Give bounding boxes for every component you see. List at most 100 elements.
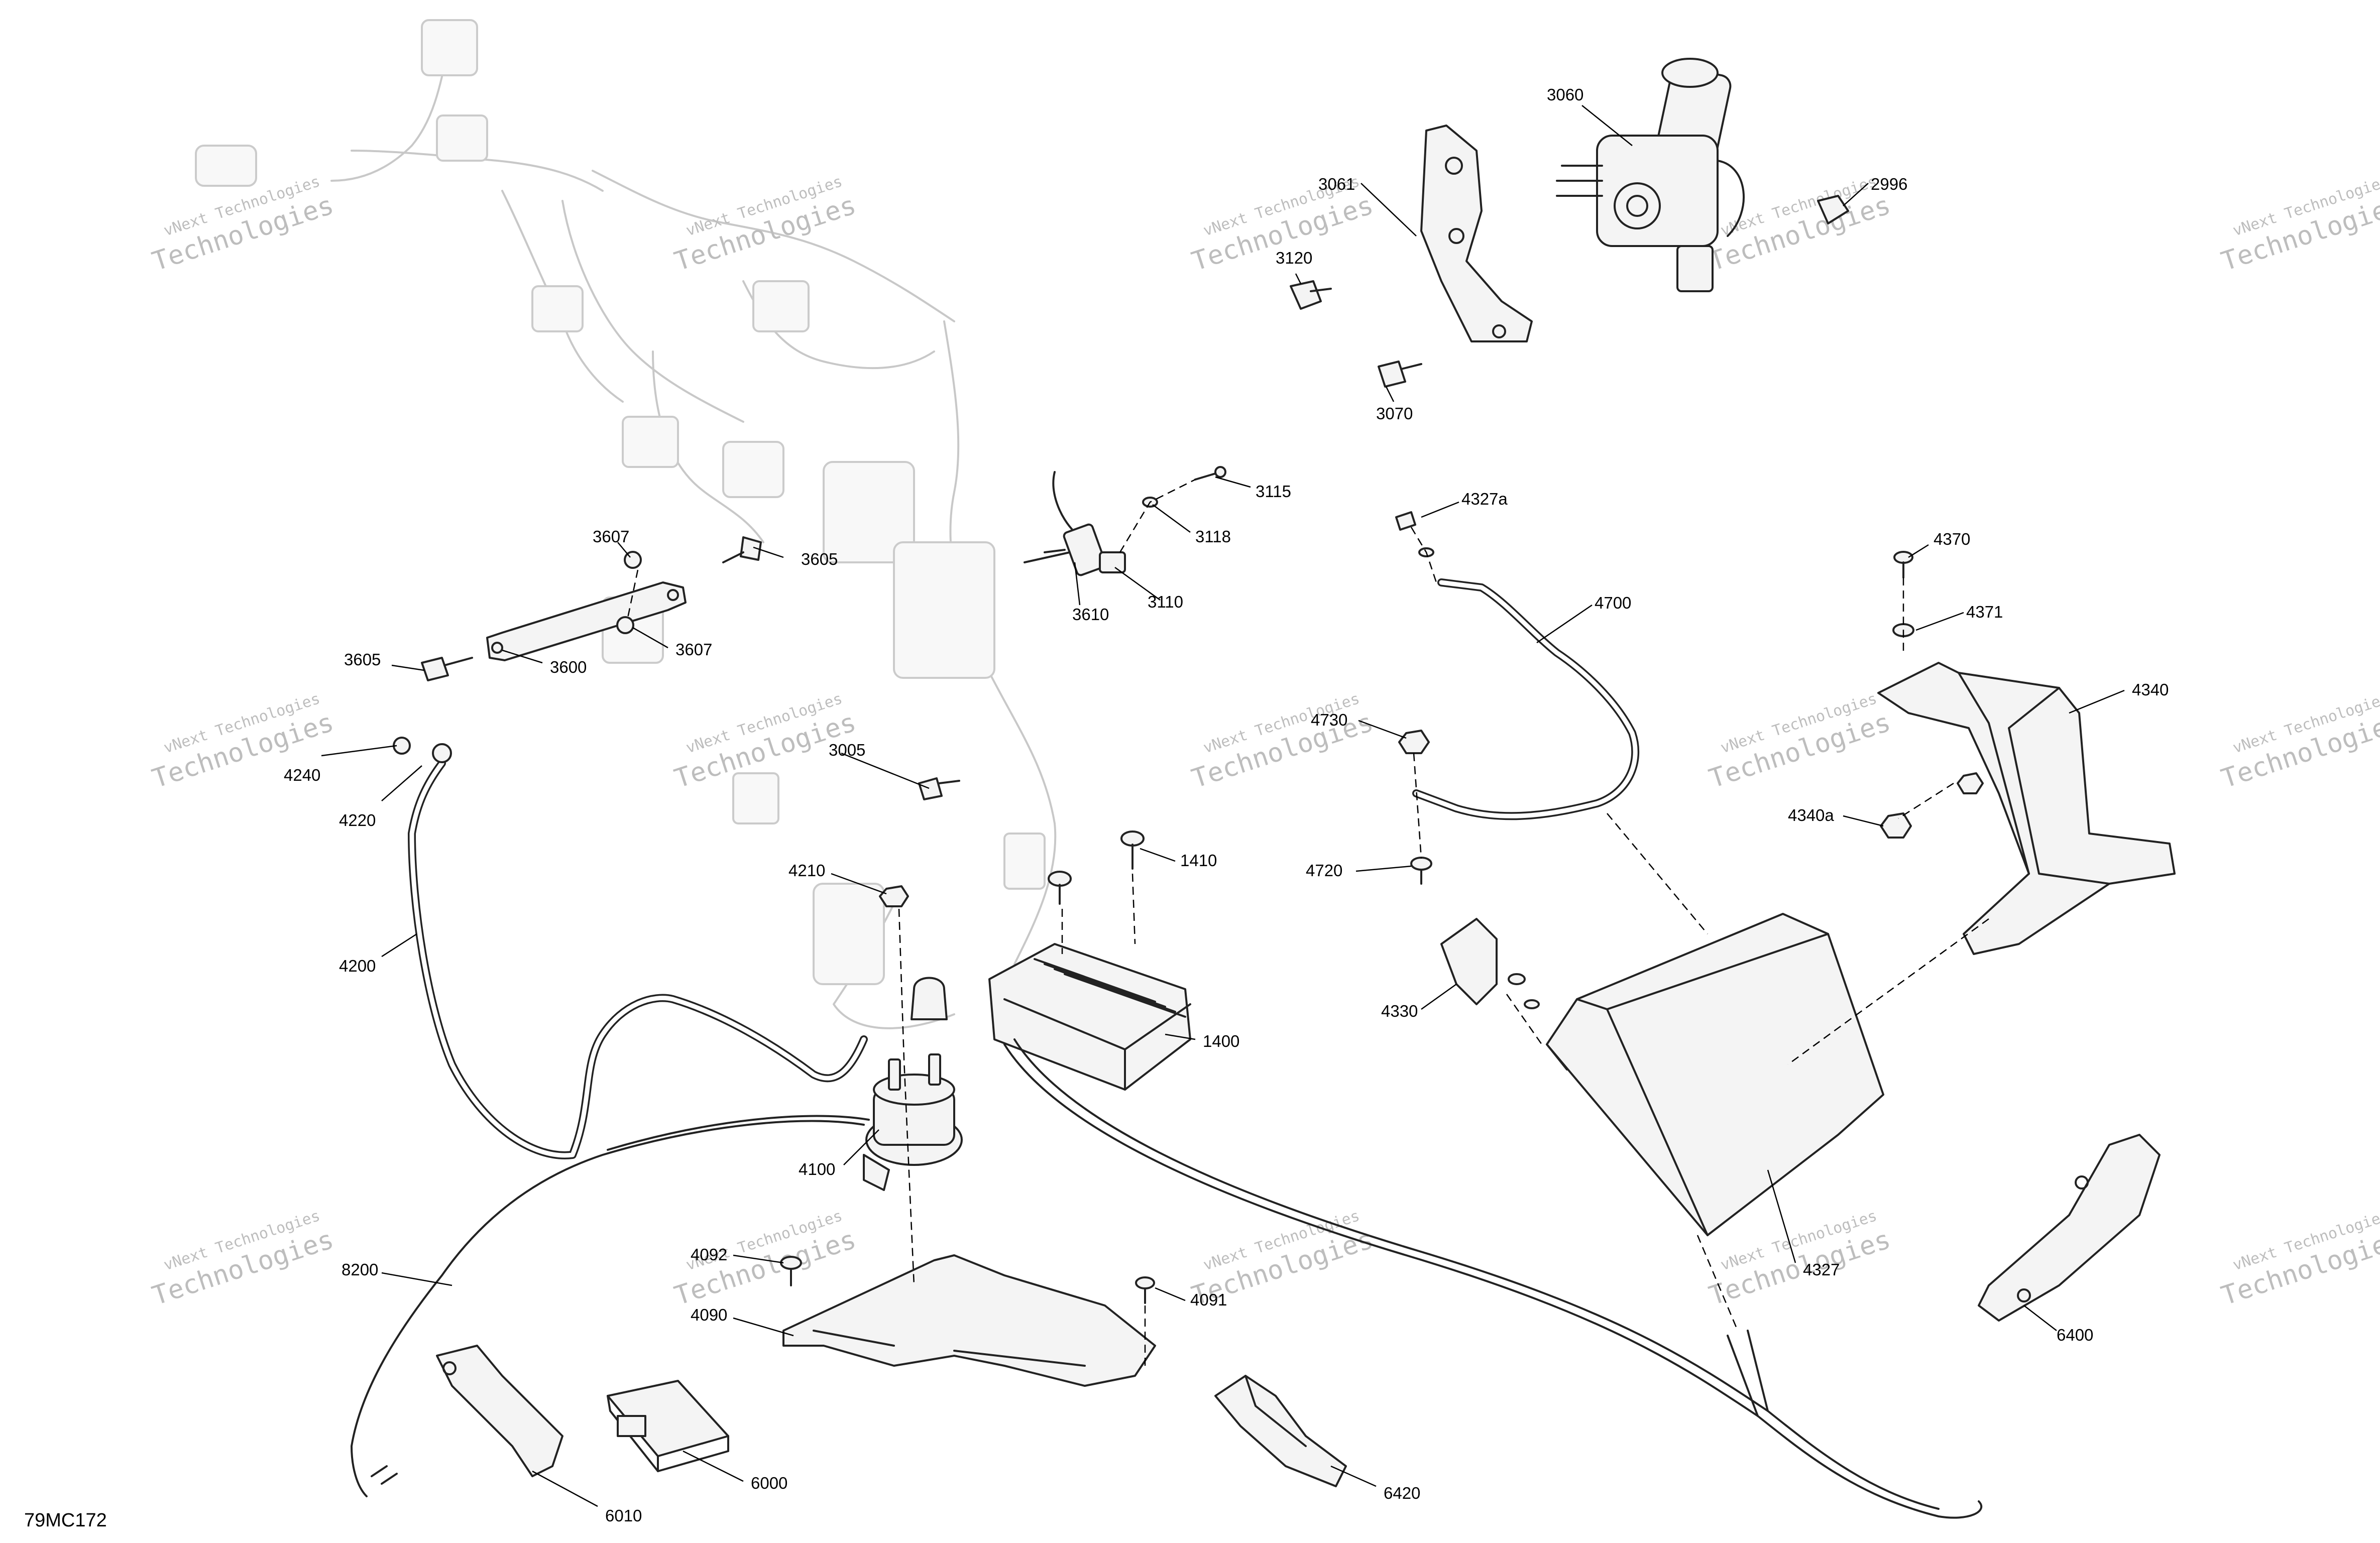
nut-3607-bottom [616, 616, 634, 634]
callout-4371: 4371 [1966, 603, 2003, 621]
ghost-connector [531, 285, 584, 332]
callout-4330: 4330 [1381, 1002, 1418, 1020]
callout-4370: 4370 [1934, 530, 1970, 548]
watermark: vNext Technologies Technologies [149, 1207, 337, 1312]
ghost-connector [722, 441, 784, 498]
watermark: vNext Technologies Technologies [2218, 1207, 2380, 1312]
callout-4092: 4092 [691, 1245, 727, 1264]
part-6400-bracket [1978, 1134, 2161, 1322]
screw-3115 [1194, 466, 1226, 481]
callout-6000: 6000 [751, 1474, 787, 1492]
cable-4200 [408, 743, 868, 1159]
screw-3610 [1044, 549, 1066, 553]
cable-4700 [1412, 578, 1640, 820]
bolt-3120 [1290, 280, 1332, 310]
watermark: vNext Technologies Technologies [149, 173, 337, 277]
callout-1400: 1400 [1203, 1032, 1239, 1050]
ghost-connector [732, 772, 779, 824]
callout-4240: 4240 [284, 766, 320, 784]
watermark: vNext Technologies Technologies [2218, 173, 2380, 277]
callout-3605-right: 3605 [801, 550, 838, 568]
cable-main-lower [1003, 1038, 1983, 1519]
part-4100-solenoid [863, 1053, 963, 1191]
nut-4210 [879, 885, 909, 907]
ghost-connector [823, 461, 915, 563]
ghost-connector [813, 883, 885, 985]
part-3061-bracket [1420, 125, 1533, 342]
callout-3118: 3118 [1195, 527, 1231, 546]
callout-4200: 4200 [339, 957, 376, 975]
watermark: vNext Technologies Technologies [2218, 690, 2380, 794]
callout-labels: 3060 2996 3061 3120 3070 3115 3118 3110 … [284, 85, 2169, 1525]
part-4327-battery [1546, 913, 1884, 1236]
part-terminal-cap [911, 977, 948, 1020]
ghost-connector [436, 114, 488, 162]
bolt-3005 [918, 777, 960, 800]
callout-3605-left: 3605 [344, 650, 381, 669]
nut-4730 [1398, 730, 1430, 754]
callout-3070: 3070 [1376, 404, 1413, 423]
wire-8200 [351, 1115, 870, 1497]
callout-4100: 4100 [799, 1160, 835, 1178]
watermark: vNext Technologies Technologies [1706, 1207, 1894, 1312]
callout-4220: 4220 [339, 811, 376, 829]
callout-3115: 3115 [1256, 482, 1291, 501]
callout-6400: 6400 [2057, 1326, 2093, 1344]
callout-3600: 3600 [550, 658, 587, 676]
part-3060-actuator [1556, 58, 1745, 292]
callout-3120: 3120 [1276, 249, 1312, 267]
part-6010-bracket [436, 1345, 563, 1477]
ghost-wiring-harness [195, 19, 1057, 1029]
part-3600-strap [486, 581, 687, 661]
bolt-3605-right [722, 536, 762, 563]
leader-lines [321, 105, 2125, 1507]
callout-3610: 3610 [1072, 605, 1109, 624]
callout-4730: 4730 [1311, 710, 1347, 729]
callout-4327: 4327 [1803, 1260, 1840, 1279]
part-3110-sensor [1024, 471, 1126, 576]
part-4340-bracket [1877, 662, 2176, 955]
bolt-4370 [1893, 551, 1913, 578]
callout-3061: 3061 [1318, 175, 1355, 193]
callout-3110: 3110 [1148, 592, 1183, 611]
nut-4340-upper [1957, 772, 1984, 794]
callout-3607-bottom: 3607 [675, 640, 712, 659]
callout-3607-top: 3607 [593, 527, 629, 546]
part-4330-cover [1440, 918, 1498, 1005]
bolt-4720 [1410, 857, 1432, 885]
screw-4330-small [1508, 973, 1540, 1009]
watermark: vNext Technologies Technologies [1706, 690, 1894, 794]
callout-4091: 4091 [1190, 1290, 1227, 1309]
part-6000-module [607, 1380, 729, 1472]
watermark: vNext Technologies Technologies [671, 173, 860, 277]
screw-4092 [780, 1256, 802, 1286]
callout-8200: 8200 [342, 1260, 378, 1279]
diagram-id: 79MC172 [24, 1510, 107, 1531]
ghost-connector-top [421, 19, 478, 76]
callout-4090: 4090 [691, 1305, 727, 1324]
bolt-3605-left [421, 657, 473, 681]
callout-1410: 1410 [1180, 851, 1217, 870]
callout-6010: 6010 [605, 1506, 642, 1525]
part-4090-plate [782, 1254, 1156, 1387]
screw-4091 [1135, 1276, 1155, 1304]
nut-4340a [1880, 812, 1912, 839]
ghost-connector [1003, 833, 1046, 890]
ghost-ecu-block [893, 541, 995, 679]
ghost-connector [622, 416, 679, 468]
callout-4340a: 4340a [1788, 806, 1834, 824]
part-6420-cover [1214, 1375, 1347, 1487]
part-2996-fitting [1817, 195, 1849, 224]
callout-6420: 6420 [1384, 1484, 1420, 1502]
bolt-3070 [1378, 361, 1422, 388]
callout-4210: 4210 [788, 861, 825, 880]
callout-4700: 4700 [1595, 594, 1631, 612]
callout-2996: 2996 [1871, 175, 1907, 193]
callout-3005: 3005 [829, 741, 865, 759]
part-1400-regulator [988, 943, 1191, 1091]
callout-4327a: 4327a [1461, 490, 1508, 508]
callout-4340: 4340 [2132, 680, 2169, 699]
ghost-connector-left [195, 145, 257, 187]
assembly-lines [627, 479, 1989, 1366]
